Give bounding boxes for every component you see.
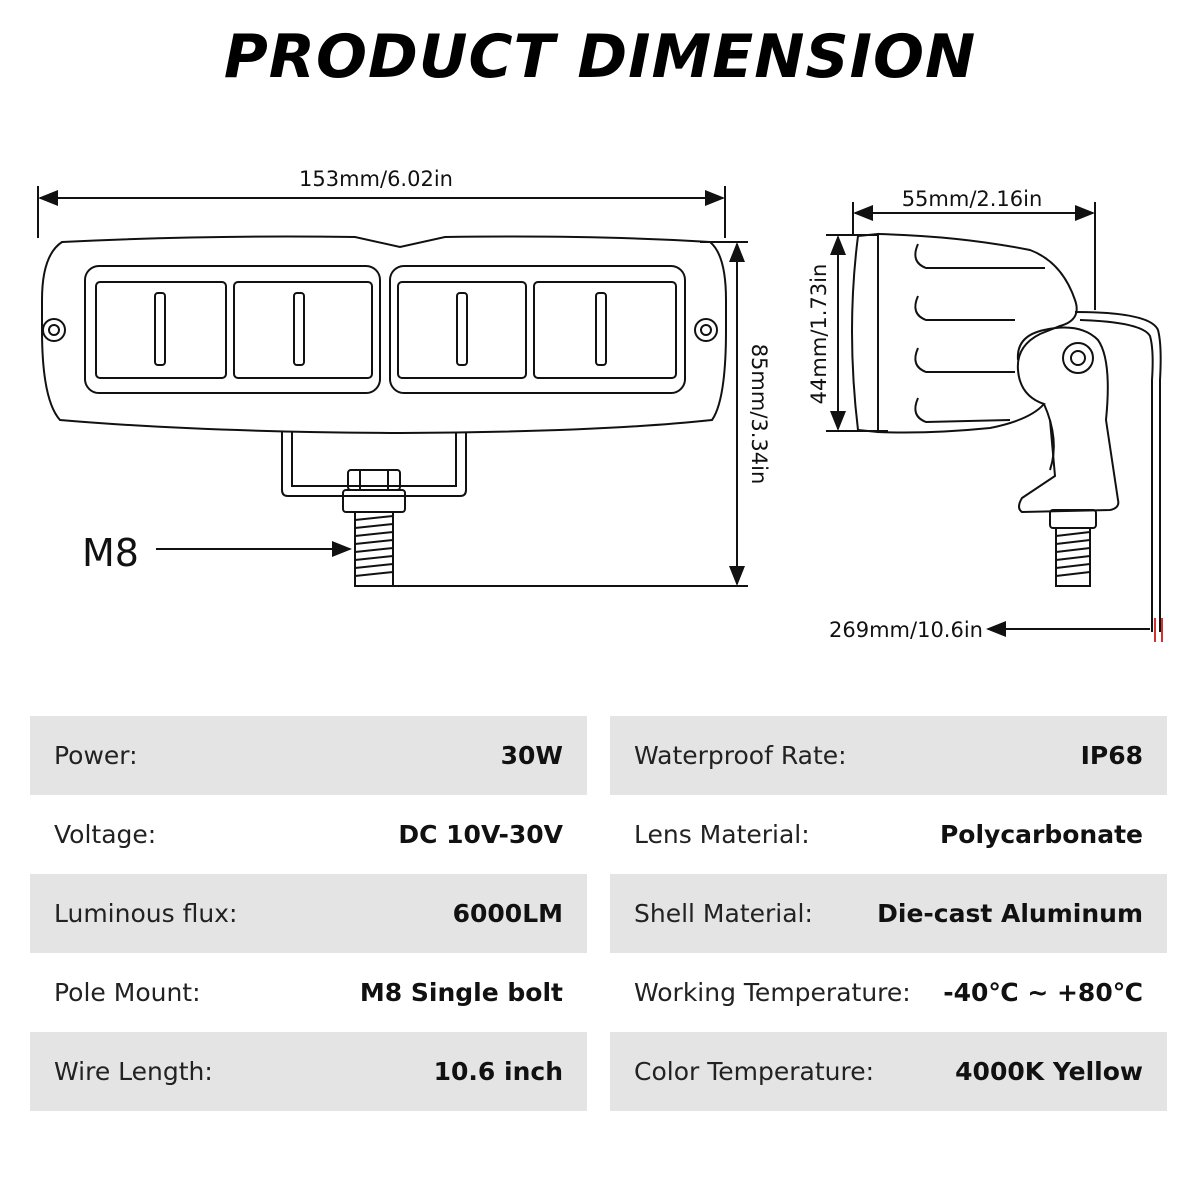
spec-label: Lens Material: <box>634 820 810 849</box>
spec-label: Waterproof Rate: <box>634 741 847 770</box>
page-title: PRODUCT DIMENSION <box>223 22 977 92</box>
spec-value: -40℃ ~ +80℃ <box>943 978 1143 1007</box>
spec-label: Working Temperature: <box>634 978 911 1007</box>
spec-label: Luminous flux: <box>54 899 238 928</box>
wire-tips <box>1154 618 1163 642</box>
width-label: 153mm/6.02in <box>299 167 453 191</box>
spec-row: Waterproof Rate: IP68 <box>610 716 1167 795</box>
spec-row: Voltage: DC 10V-30V <box>30 795 587 874</box>
spec-label: Voltage: <box>54 820 157 849</box>
width-dimension <box>37 186 726 238</box>
wire-length-label: 269mm/10.6in <box>829 618 983 642</box>
spec-label: Pole Mount: <box>54 978 201 1007</box>
spec-value: Die-cast Aluminum <box>877 899 1143 928</box>
height-label: 85mm/3.34in <box>747 344 771 485</box>
depth-dimension <box>852 202 1096 310</box>
spec-row: Working Temperature: -40℃ ~ +80℃ <box>610 953 1167 1032</box>
spec-row: Lens Material: Polycarbonate <box>610 795 1167 874</box>
spec-label: Shell Material: <box>634 899 813 928</box>
spec-row: Luminous flux: 6000LM <box>30 874 587 953</box>
spec-value: DC 10V-30V <box>398 820 563 849</box>
spec-value: M8 Single bolt <box>359 978 563 1007</box>
spec-row: Shell Material: Die-cast Aluminum <box>610 874 1167 953</box>
spec-value: 6000LM <box>452 899 563 928</box>
spec-value: IP68 <box>1080 741 1143 770</box>
height-dimension <box>393 241 748 587</box>
spec-row: Power: 30W <box>30 716 587 795</box>
bolt-label: M8 <box>82 531 139 575</box>
side-bolt-thread <box>1055 531 1091 577</box>
spec-value: 30W <box>500 741 563 770</box>
front-view <box>41 235 727 587</box>
dimension-drawing: 153mm/6.02in 85mm/3.34in M8 <box>37 167 1163 642</box>
spec-label: Wire Length: <box>54 1057 213 1086</box>
side-view <box>851 232 1162 632</box>
spec-label: Power: <box>54 741 138 770</box>
depth-label: 55mm/2.16in <box>902 187 1043 211</box>
spec-table-left: Power: 30W Voltage: DC 10V-30V Luminous … <box>30 716 587 1111</box>
spec-value: Polycarbonate <box>939 820 1143 849</box>
spec-label: Color Temperature: <box>634 1057 875 1086</box>
spec-row: Color Temperature: 4000K Yellow <box>610 1032 1167 1111</box>
spec-row: Wire Length: 10.6 inch <box>30 1032 587 1111</box>
lens-height-label: 44mm/1.73in <box>807 264 831 405</box>
bolt-thread <box>354 515 394 577</box>
spec-value: 4000K Yellow <box>955 1057 1143 1086</box>
lens-height-dimension <box>826 234 888 432</box>
spec-value: 10.6 inch <box>433 1057 563 1086</box>
spec-table-right: Waterproof Rate: IP68 Lens Material: Pol… <box>610 716 1167 1111</box>
spec-row: Pole Mount: M8 Single bolt <box>30 953 587 1032</box>
